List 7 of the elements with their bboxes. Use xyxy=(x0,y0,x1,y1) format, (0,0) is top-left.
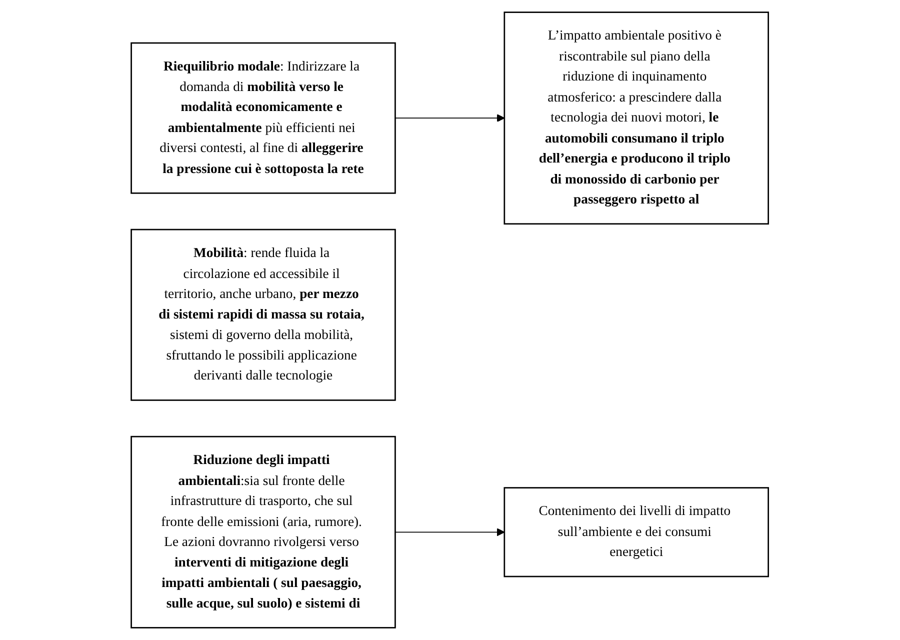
node-box: L’impatto ambientale positivo è riscontrabile sul piano della riduzione di inquinamento atmosferico: a prescindere dalla tecnologia dei nuovi motori, le automobili consumano il triplo dell’energia e producono il triplo di monossido di carbonio per passeggero rispetto al xyxy=(504,12,770,225)
arrow xyxy=(394,528,505,536)
arrow xyxy=(394,114,505,122)
node-box: Riequilibrio modale: Indirizzare la domanda di mobilità verso le modalità economicamente e ambientalmente più efficienti nei diversi contesti, al fine di alleggerire la pressione cui è sottoposta la rete xyxy=(130,42,396,194)
node-box: Contenimento dei livelli di impatto sull’ambiente e dei consumi energetici xyxy=(504,487,770,578)
node-box: Mobilità: rende fluida la circolazione ed accessibile il territorio, anche urbano, per mezzo di sistemi rapidi di massa su rotaia, sistemi di governo della mobilità, sfruttando le possibili applicazione derivanti dalle tecnologie xyxy=(130,228,396,401)
node-box: Riduzione degli impatti ambientali:sia sul fronte delle infrastrutture di trasporto, che sul fronte delle emissioni (aria, rumore). Le azioni dovranno rivolgersi verso interventi di mitigazione degli impatti ambientali ( sul paesaggio, sulle acque, sul suolo) e sistemi di xyxy=(130,436,396,628)
